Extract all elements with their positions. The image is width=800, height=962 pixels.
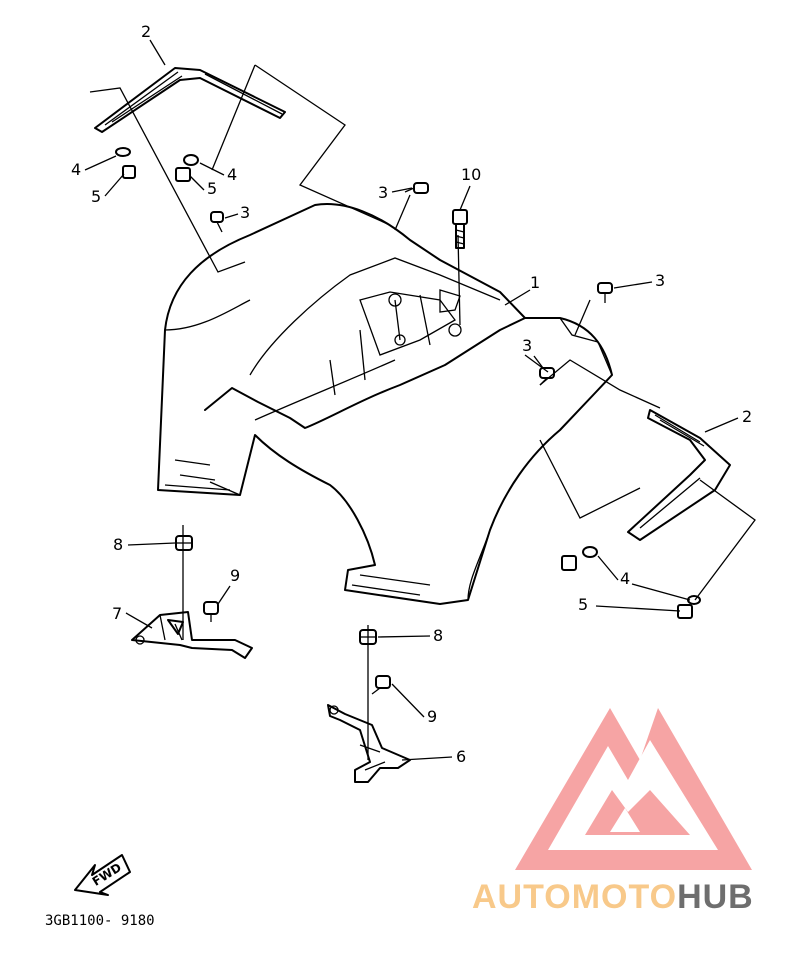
bolt-10 bbox=[452, 209, 468, 249]
callout-labels: 1 2 2 3 3 3 3 4 4 4 5 5 5 6 7 8 8 9 9 10 bbox=[71, 22, 752, 766]
bracket-7 bbox=[131, 611, 253, 659]
screw-3-left bbox=[210, 211, 224, 233]
callout-5-left: 5 bbox=[91, 187, 101, 206]
screw-3-top bbox=[404, 182, 429, 194]
bolt-9-left bbox=[203, 601, 219, 622]
callout-2-right: 2 bbox=[742, 407, 752, 426]
callout-4-right: 4 bbox=[620, 569, 630, 588]
callout-9-left: 9 bbox=[230, 566, 240, 585]
watermark-logo bbox=[515, 708, 752, 870]
washer-4-mid bbox=[183, 154, 199, 166]
callout-4-left: 4 bbox=[71, 160, 81, 179]
callout-7: 7 bbox=[112, 604, 122, 623]
callout-3-left: 3 bbox=[240, 203, 250, 222]
grommet-8-left bbox=[175, 535, 193, 551]
callout-9-right: 9 bbox=[427, 707, 437, 726]
part-code: 3GB1100- 9180 bbox=[45, 913, 155, 929]
leader-lines bbox=[89, 64, 756, 760]
callout-3-right-top: 3 bbox=[655, 271, 665, 290]
bracket-6 bbox=[327, 704, 411, 783]
footrest-strip-right bbox=[627, 409, 731, 541]
footrest-strip-left bbox=[94, 67, 286, 133]
screw-3-right bbox=[539, 367, 555, 386]
callout-10: 10 bbox=[461, 165, 481, 184]
watermark-brand-text: AUTOMOTOHUB bbox=[472, 878, 754, 916]
callout-leaders bbox=[84, 39, 739, 761]
nut-5-left bbox=[122, 165, 136, 179]
nut-5-right bbox=[561, 555, 577, 571]
nut-5-far-right bbox=[677, 604, 693, 619]
forward-arrow bbox=[74, 854, 131, 896]
callout-8-left: 8 bbox=[113, 535, 123, 554]
callout-3-top: 3 bbox=[378, 183, 388, 202]
nut-5-mid bbox=[175, 167, 191, 182]
front-fender-part-1 bbox=[157, 203, 613, 605]
callout-8-right: 8 bbox=[433, 626, 443, 645]
bolt-9-right bbox=[371, 675, 391, 695]
callout-6: 6 bbox=[456, 747, 466, 766]
callout-1: 1 bbox=[530, 273, 540, 292]
screw-3-right-top bbox=[597, 282, 613, 303]
callout-2-left: 2 bbox=[141, 22, 151, 41]
callout-5-mid: 5 bbox=[207, 179, 217, 198]
callout-5-right: 5 bbox=[578, 595, 588, 614]
washer-4-right bbox=[582, 546, 598, 558]
callout-3-right: 3 bbox=[522, 336, 532, 355]
grommet-8-right bbox=[359, 629, 377, 645]
washer-4-left bbox=[115, 147, 131, 157]
callout-4-mid: 4 bbox=[227, 165, 237, 184]
